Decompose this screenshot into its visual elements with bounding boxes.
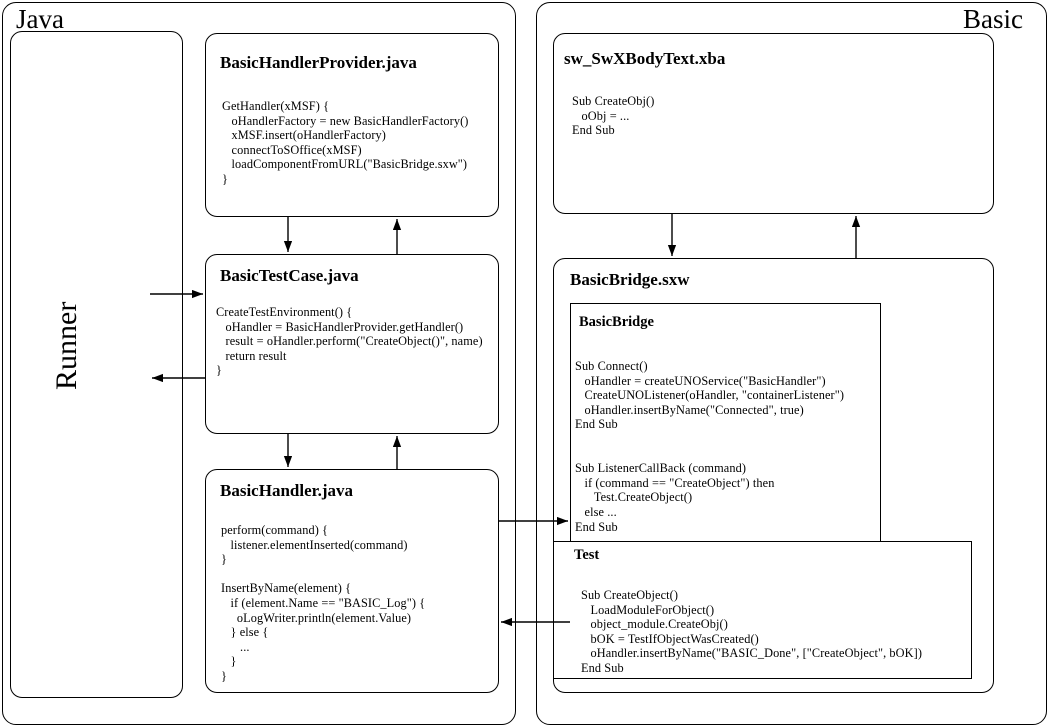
basic-bridge-module-box bbox=[570, 303, 881, 543]
basic-handler-title: BasicHandler.java bbox=[220, 481, 354, 500]
basic-handler-provider-box bbox=[205, 33, 499, 217]
test-module-title: Test bbox=[574, 547, 600, 563]
runner-box bbox=[10, 31, 183, 698]
basic-bridge-module-code: Sub Connect() oHandler = createUNOServic… bbox=[575, 359, 845, 534]
basic-panel-label: Basic bbox=[963, 4, 1023, 34]
java-panel-label: Java bbox=[16, 4, 64, 34]
sw-swxbodytext-title: sw_SwXBodyText.xba bbox=[564, 49, 726, 68]
basic-handler-code: perform(command) { listener.elementInser… bbox=[221, 523, 426, 683]
basic-test-case-title: BasicTestCase.java bbox=[220, 266, 359, 285]
runner-label: Runner bbox=[50, 301, 83, 390]
basic-bridge-sxw-title: BasicBridge.sxw bbox=[570, 270, 690, 289]
basic-test-case-code: CreateTestEnvironment() { oHandler = Bas… bbox=[216, 305, 483, 378]
sw-swxbodytext-box bbox=[553, 33, 994, 214]
basic-bridge-module-title: BasicBridge bbox=[579, 314, 654, 330]
basic-handler-provider-code: GetHandler(xMSF) { oHandlerFactory = new… bbox=[222, 99, 469, 186]
test-module-code: Sub CreateObject() LoadModuleForObject()… bbox=[581, 588, 923, 675]
basic-handler-provider-title: BasicHandlerProvider.java bbox=[220, 53, 417, 72]
test-module-box bbox=[553, 541, 972, 679]
basic-test-case-box bbox=[205, 254, 499, 434]
sw-swxbodytext-code: Sub CreateObj() oObj = ... End Sub bbox=[572, 94, 655, 138]
basic-handler-box bbox=[205, 469, 499, 693]
